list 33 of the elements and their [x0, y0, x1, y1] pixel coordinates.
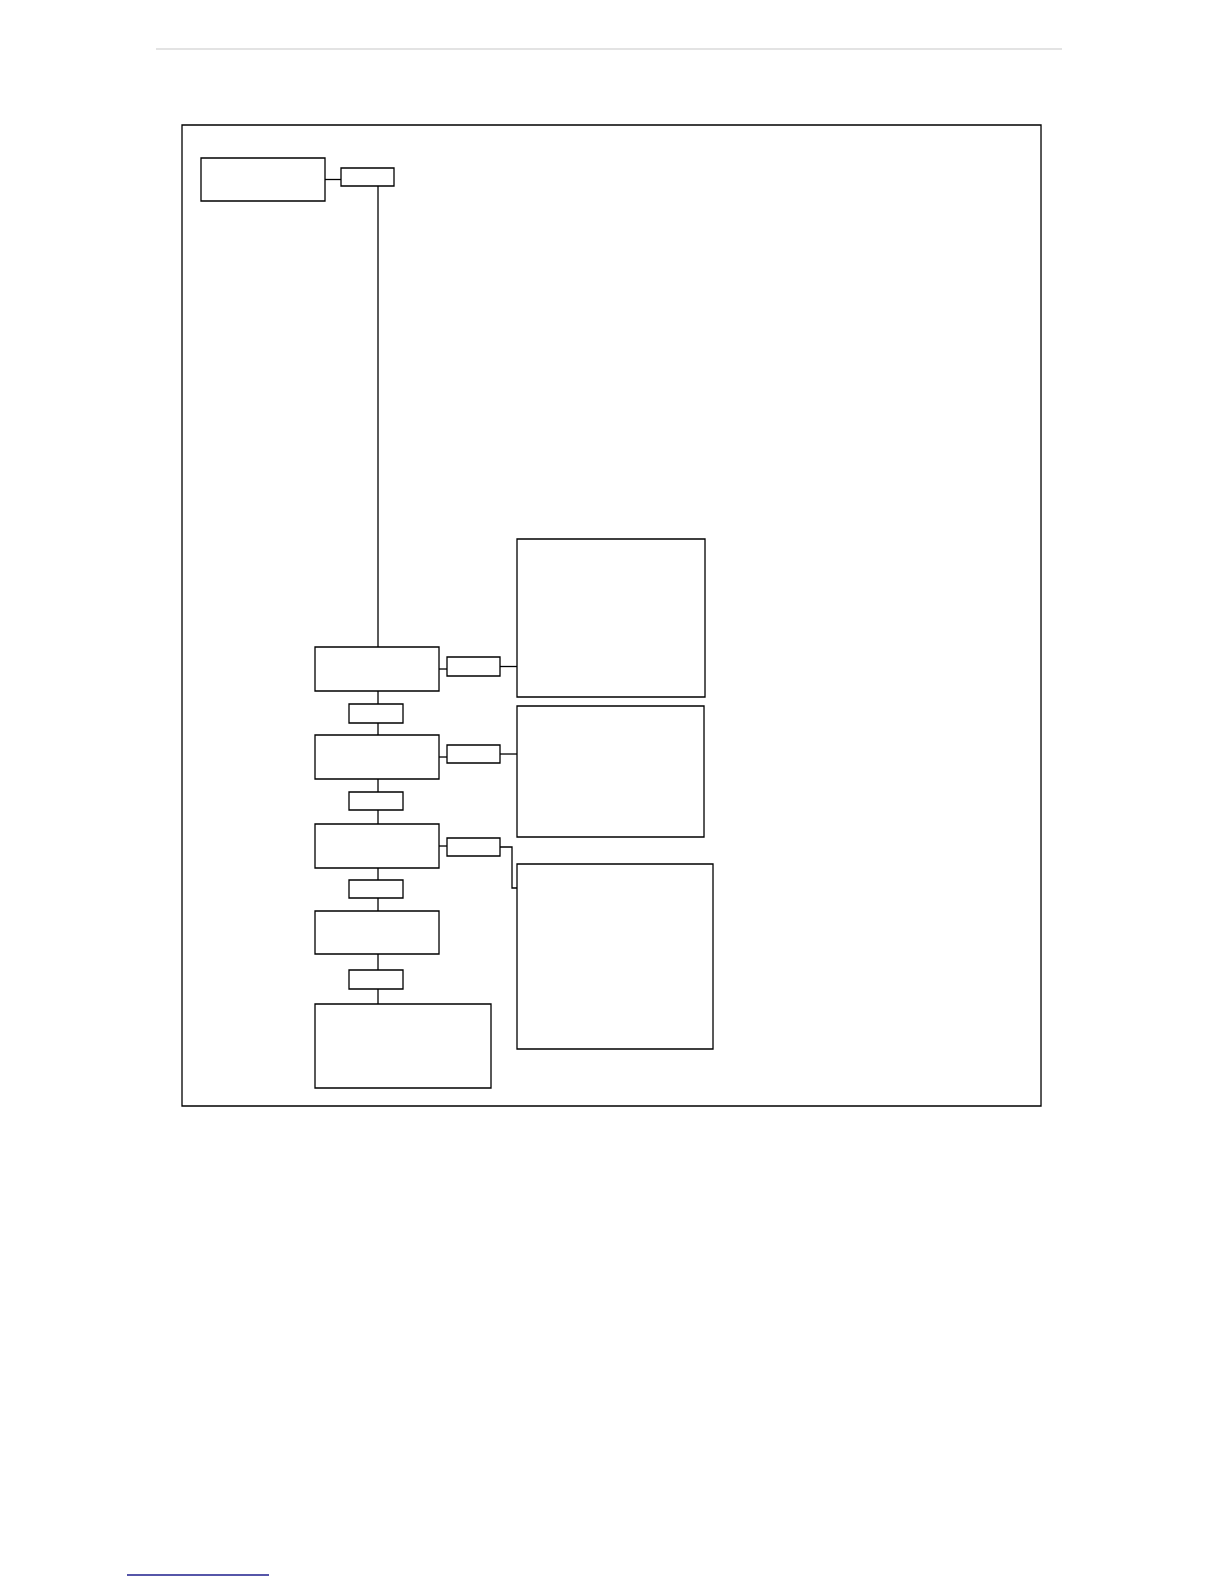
box	[446, 656, 501, 677]
box	[348, 879, 404, 899]
connector-line	[377, 867, 379, 881]
box	[314, 823, 440, 869]
connector-line	[499, 846, 518, 889]
connector-line	[377, 722, 379, 736]
connector-line	[438, 845, 448, 847]
box	[348, 969, 404, 990]
connector-line	[377, 988, 379, 1005]
box	[516, 863, 714, 1050]
box	[340, 167, 395, 187]
box	[314, 646, 440, 692]
connector-line	[438, 756, 448, 758]
connector-line	[499, 753, 518, 755]
connector-line	[377, 185, 379, 648]
box	[314, 1003, 492, 1089]
box	[314, 910, 440, 955]
connector-line	[377, 897, 379, 912]
connector-line	[438, 668, 448, 670]
connector-line	[377, 809, 379, 825]
box	[200, 157, 326, 202]
connector-line	[377, 953, 379, 971]
connector-line	[377, 778, 379, 793]
box	[516, 705, 705, 838]
box	[516, 538, 706, 698]
box	[446, 837, 501, 857]
box	[314, 734, 440, 780]
box	[348, 791, 404, 811]
box	[348, 703, 404, 724]
connector-line	[324, 178, 342, 181]
connector-line	[499, 665, 518, 668]
box	[446, 744, 501, 764]
connector-line	[377, 690, 379, 705]
